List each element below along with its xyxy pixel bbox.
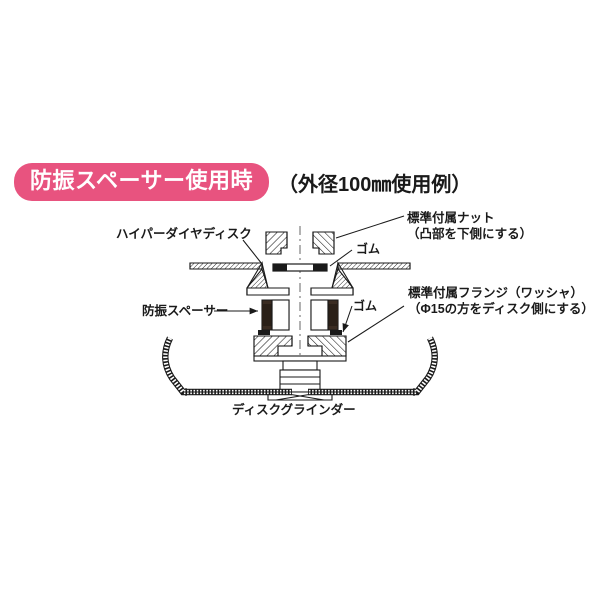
label-rubber-top: ゴム	[356, 242, 381, 256]
title-subtitle: （外径100㎜使用例）	[278, 173, 472, 196]
part-disc	[189, 261, 411, 296]
label-standard-nut-line2: （凸部を下側にする）	[407, 227, 533, 241]
label-standard-flange-line1: 標準付属フランジ（ワッシャ）	[408, 286, 584, 300]
leader-rubber-bottom	[342, 305, 353, 333]
leader-flange	[347, 305, 405, 343]
part-grinder-guard	[162, 336, 438, 396]
leader-rubber-top	[329, 249, 353, 267]
part-nut	[265, 231, 335, 255]
part-rubber-bottom	[258, 330, 342, 335]
leader-lines	[185, 215, 415, 396]
part-spindle	[267, 360, 333, 401]
label-anti-vibration-spacer: 防振スペーサー	[142, 304, 229, 318]
label-standard-flange-line2: （Φ15の方をディスク側にする）	[408, 302, 594, 316]
leader-nut	[335, 215, 405, 239]
label-disc-grinder: ディスクグラインダー	[232, 403, 356, 417]
title-badge: 防振スペーサー使用時	[14, 163, 270, 201]
label-standard-flange: 標準付属フランジ（ワッシャ） （Φ15の方をディスク側にする）	[408, 285, 594, 317]
part-rubber-top	[272, 263, 328, 272]
label-standard-nut-line1: 標準付属ナット	[407, 211, 495, 225]
figure-title: 防振スペーサー使用時 （外径100㎜使用例）	[14, 163, 471, 201]
leader-disc	[242, 239, 263, 265]
label-rubber-bottom: ゴム	[353, 299, 378, 313]
label-hyper-diamond-disc: ハイパーダイヤディスク	[116, 227, 252, 241]
part-flange	[253, 335, 347, 362]
label-standard-nut: 標準付属ナット （凸部を下側にする）	[407, 210, 532, 242]
